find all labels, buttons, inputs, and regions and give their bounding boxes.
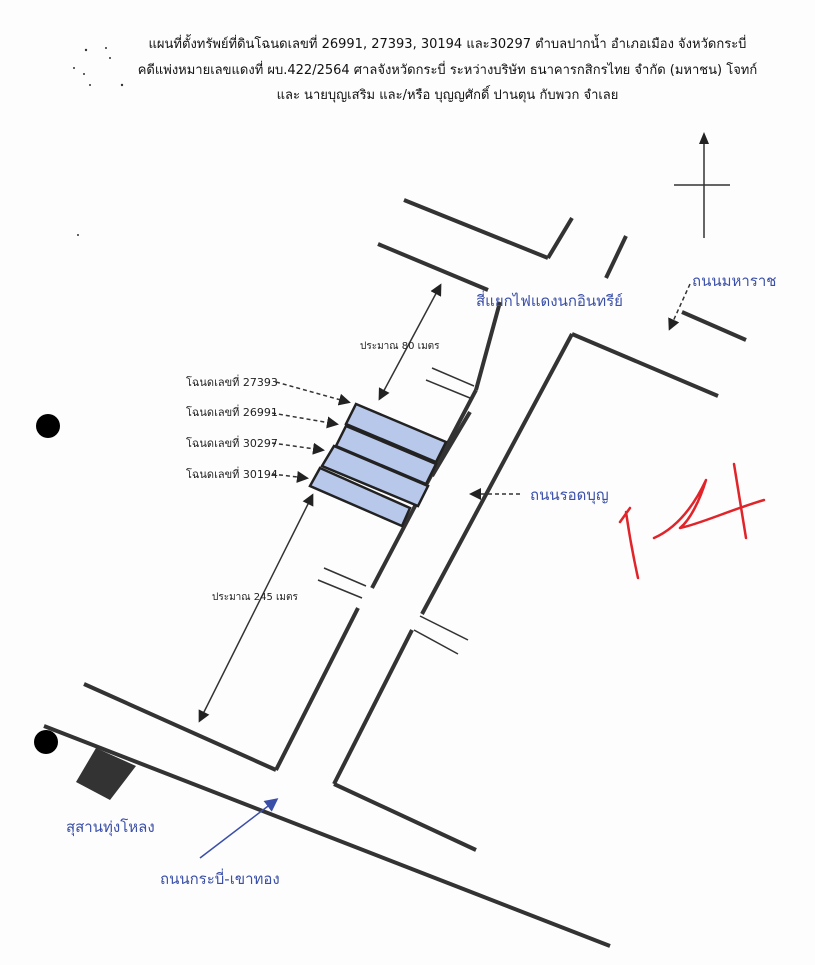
header-line-1: แผนที่ตั้งทรัพย์ที่ดินโฉนดเลขที่ 26991, … [148, 37, 747, 52]
plot-30194 [308, 466, 412, 528]
krabi-road-arrow [199, 798, 279, 859]
handwritten-page-number [618, 462, 766, 580]
distance-line-top [378, 283, 442, 401]
deed-label-27393: โฉนดเลขที่ 27393 [186, 374, 278, 389]
punch-hole-top [36, 414, 60, 438]
distance-line-bottom [198, 493, 314, 723]
road-top-arm [377, 198, 628, 292]
deed-label-30297: โฉนดเลขที่ 30297 [186, 435, 278, 450]
distance-top-label: ประมาณ 80 เมตร [360, 341, 440, 352]
header-line-3: และ นายบุญเสริม และ/หรือ บุญญศักดิ์ ปานต… [276, 88, 619, 103]
road-maharat-label: ถนนมหาราช [692, 272, 776, 290]
deed-label-30194: โฉนดเลขที่ 30194 [186, 466, 278, 481]
distance-bottom-label: ประมาณ 245 เมตร [212, 592, 299, 603]
north-arrow-icon [674, 132, 730, 238]
road-right-arm [571, 310, 747, 398]
road-soi [274, 301, 502, 771]
road-rodboon-label: ถนนรอดบุญ [530, 486, 609, 505]
road-krabi-khaothong [43, 682, 611, 948]
maharat-arrow [668, 283, 691, 331]
deed-arrows [271, 381, 351, 483]
road-krabi-label: ถนนกระบี่-เขาทอง [160, 868, 280, 888]
cemetery-block [76, 748, 136, 800]
plot-30297 [320, 444, 430, 508]
plot-27393 [344, 402, 448, 464]
land-plots [308, 402, 448, 528]
road-rodboon [332, 333, 574, 852]
header-line-2: คดีแพ่งหมายเลขแดงที่ ผบ.422/2564 ศาลจังห… [137, 63, 758, 78]
deed-label-26991: โฉนดเลขที่ 26991 [186, 404, 278, 419]
intersection-label: สี่แยกไฟแดงนกอินทรีย์ [476, 290, 623, 310]
punch-hole-bottom [34, 730, 58, 754]
cemetery-label: สุสานทุ่งโหลง [66, 818, 155, 837]
scan-specks [73, 47, 124, 236]
